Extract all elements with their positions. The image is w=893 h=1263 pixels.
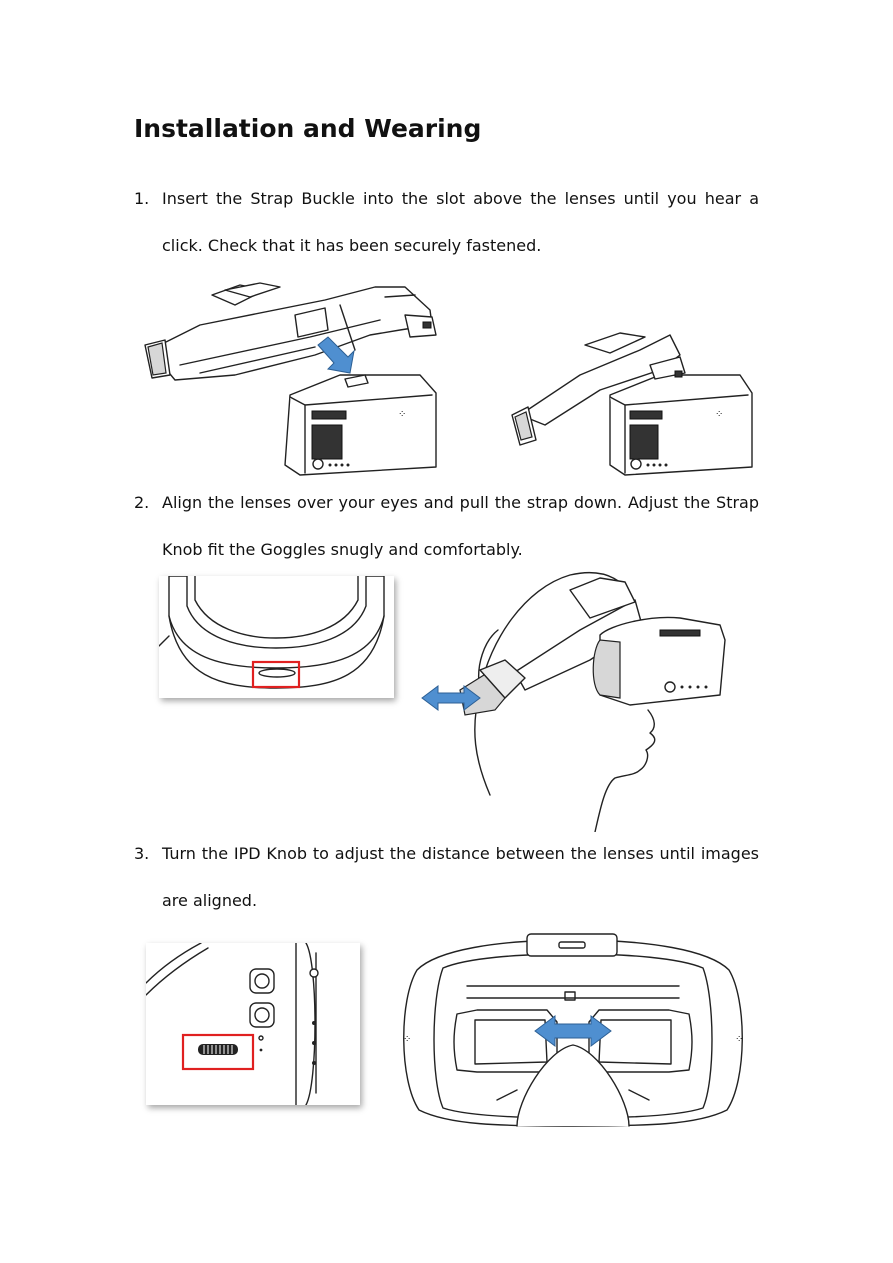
step-3-text: Turn the IPD Knob to adjust the distance… [162, 844, 759, 910]
step-2-number: 2. [134, 493, 150, 512]
svg-text:⁘: ⁘ [735, 1034, 743, 1045]
page-title: Installation and Wearing [134, 114, 482, 143]
figure-strap-knob-detail [159, 576, 394, 698]
ipd-knob-highlight [181, 1033, 255, 1071]
figure-strap-buckle-insertion: ⁘ ⁘ [140, 275, 760, 480]
assembled-goggles-illustration: ⁘ [511, 332, 753, 476]
svg-text:⁘: ⁘ [715, 409, 723, 420]
svg-text:⁘: ⁘ [398, 409, 406, 420]
step-1-text: Insert the Strap Buckle into the slot ab… [162, 189, 759, 255]
figure-wearing-goggles [420, 570, 730, 832]
step-2: 2. Align the lenses over your eyes and p… [134, 479, 759, 573]
adjust-arrow-icon [421, 685, 481, 711]
svg-text:⁘: ⁘ [403, 1034, 411, 1045]
figure-goggles-lenses: ⁘ ⁘ [397, 930, 749, 1128]
goggles-illustration: ⁘ [284, 374, 437, 476]
step-3-number: 3. [134, 844, 150, 863]
strap-illustration [144, 282, 437, 381]
step-3: 3. Turn the IPD Knob to adjust the dista… [134, 830, 759, 924]
figure-ipd-knob-detail [146, 943, 360, 1105]
step-2-text: Align the lenses over your eyes and pull… [162, 493, 759, 559]
step-1-number: 1. [134, 189, 150, 208]
strap-knob-highlight [251, 660, 301, 689]
insert-arrow-icon [317, 336, 355, 374]
ipd-arrow-icon [534, 1015, 612, 1047]
step-1: 1. Insert the Strap Buckle into the slot… [134, 175, 759, 269]
